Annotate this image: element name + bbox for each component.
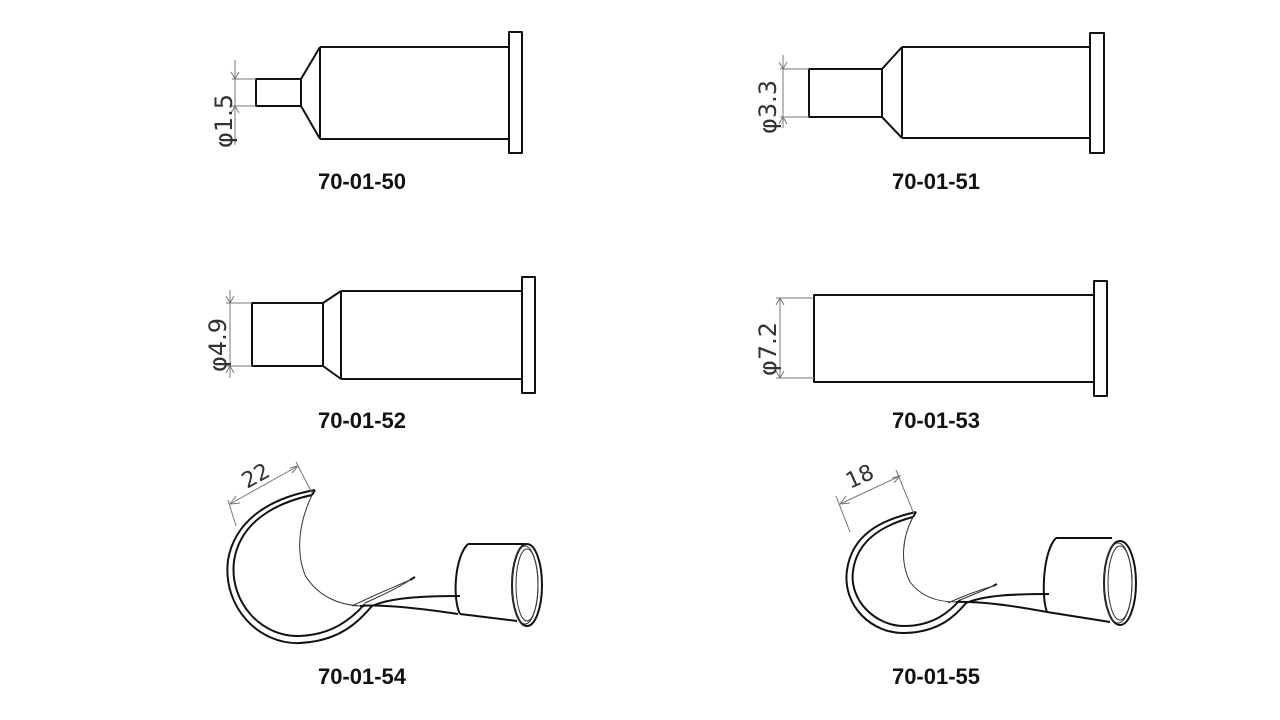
dimension-label: φ1.5	[210, 94, 238, 148]
part-number-label: 70-01-50	[318, 169, 406, 194]
nozzle-70-01-54: 22 70-01-54	[226, 459, 543, 689]
dimension-label: φ7.2	[754, 322, 782, 376]
nozzle-drawing	[813, 280, 1108, 397]
dimension-label: φ4.9	[204, 318, 232, 372]
dimension-label: φ3.3	[754, 80, 782, 134]
part-number-label: 70-01-53	[892, 408, 980, 433]
part-number-label: 70-01-52	[318, 408, 406, 433]
nozzle-drawing	[845, 511, 1137, 635]
nozzle-drawing	[808, 32, 1105, 154]
nozzle-70-01-50: φ1.5 70-01-50	[210, 31, 523, 194]
part-number-label: 70-01-54	[318, 664, 407, 689]
nozzle-drawing	[251, 276, 536, 394]
diameter-dimension: φ3.3	[754, 55, 809, 134]
nozzle-70-01-55: 18 70-01-55	[835, 460, 1137, 689]
nozzle-70-01-52: φ4.9 70-01-52	[204, 276, 536, 433]
nozzle-70-01-51: φ3.3 70-01-51	[754, 32, 1105, 194]
part-number-label: 70-01-51	[892, 169, 980, 194]
nozzle-drawing	[226, 489, 543, 645]
nozzle-70-01-53: φ7.2 70-01-53	[754, 280, 1108, 433]
diameter-dimension: φ1.5	[210, 60, 256, 148]
part-number-label: 70-01-55	[892, 664, 980, 689]
diameter-dimension: φ7.2	[754, 296, 814, 380]
dimension-label: 22	[238, 459, 275, 494]
nozzle-drawing	[255, 31, 523, 154]
diameter-dimension: φ4.9	[204, 290, 252, 378]
dimension-label: 18	[842, 460, 878, 494]
width-dimension: 22	[227, 459, 313, 527]
